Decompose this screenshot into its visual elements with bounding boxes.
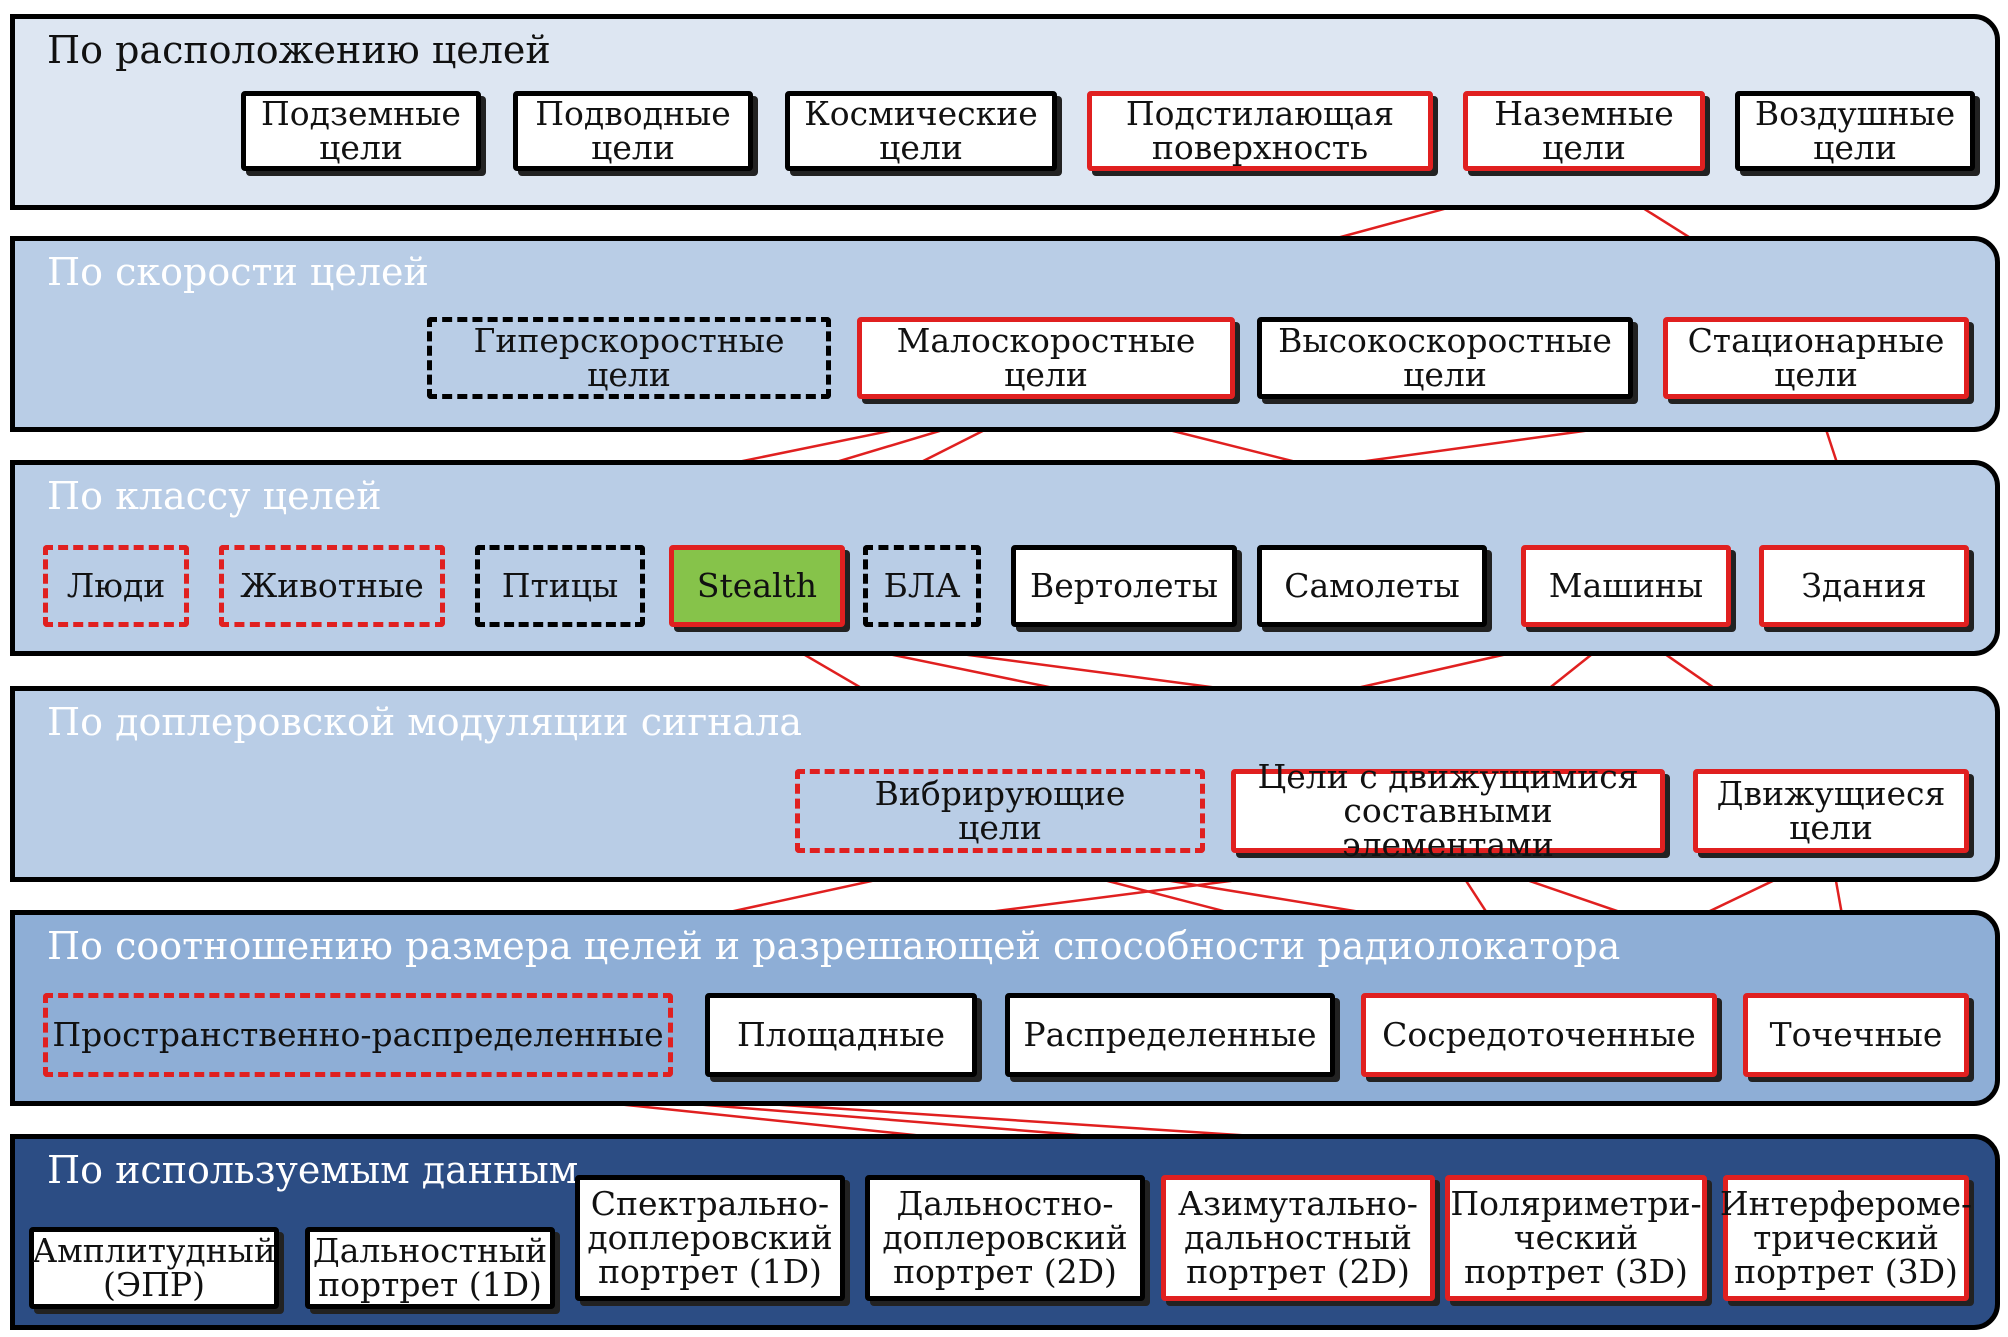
box-range-doppler-2d: Дальностно- доплеровский портрет (2D) [865, 1175, 1145, 1301]
row-title-speed: По скорости целей [47, 250, 429, 294]
box-stealth: Stealth [669, 545, 845, 627]
box-ground-targets: Наземные цели [1463, 91, 1705, 171]
box-vibrating-targets: Вибрирующие цели [795, 769, 1205, 853]
row-location: По расположению целей Подземные цели Под… [10, 14, 2000, 210]
box-helicopters: Вертолеты [1011, 545, 1237, 627]
box-amplitude-rcs: Амплитудный (ЭПР) [29, 1227, 279, 1309]
box-spatially-distributed: Пространственно-распределенные [43, 993, 673, 1077]
box-spectral-doppler-1d: Спектрально- доплеровский портрет (1D) [575, 1175, 845, 1301]
box-space-targets: Космические цели [785, 91, 1057, 171]
box-low-speed-targets: Малоскоростные цели [857, 317, 1235, 399]
row-title-location: По расположению целей [47, 28, 551, 72]
box-stationary-targets: Стационарные цели [1663, 317, 1969, 399]
box-azimuth-range-2d: Азимутально- дальностный портрет (2D) [1161, 1175, 1435, 1301]
box-area: Площадные [705, 993, 977, 1077]
box-airplanes: Самолеты [1257, 545, 1487, 627]
box-interferometric-3d: Интерфероме- трический портрет (3D) [1720, 1175, 1972, 1301]
row-data: По используемым данным Амплитудный (ЭПР)… [10, 1134, 2000, 1330]
box-animals: Животные [219, 545, 445, 627]
box-polarimetric-3d: Поляриметри- ческий портрет (3D) [1445, 1175, 1707, 1301]
row-class: По классу целей Люди Животные Птицы Stea… [10, 460, 2000, 656]
box-range-profile-1d: Дальностный портрет (1D) [305, 1227, 555, 1309]
box-underwater-targets: Подводные цели [513, 91, 753, 171]
row-size: По соотношению размера целей и разрешающ… [10, 910, 2000, 1106]
box-underlying-surface: Подстилающая поверхность [1087, 91, 1433, 171]
box-vehicles: Машины [1521, 545, 1731, 627]
row-title-class: По классу целей [47, 474, 382, 518]
row-title-data: По используемым данным [47, 1148, 579, 1192]
box-uav: БЛА [863, 545, 981, 627]
box-concentrated: Сосредоточенные [1361, 993, 1717, 1077]
row-title-size: По соотношению размера целей и разрешающ… [47, 924, 1621, 968]
box-hypersonic-targets: Гиперскоростные цели [427, 317, 831, 399]
box-targets-with-moving-parts: Цели с движущимися составными элементами [1231, 760, 1665, 862]
box-distributed: Распределенные [1005, 993, 1335, 1077]
box-buildings: Здания [1759, 545, 1969, 627]
row-title-doppler: По доплеровской модуляции сигнала [47, 700, 803, 744]
box-air-targets: Воздушные цели [1735, 91, 1975, 171]
box-high-speed-targets: Высокоскоростные цели [1257, 317, 1633, 399]
row-doppler: По доплеровской модуляции сигнала Вибрир… [10, 686, 2000, 882]
box-underground-targets: Подземные цели [241, 91, 481, 171]
row-speed: По скорости целей Гиперскоростные цели М… [10, 236, 2000, 432]
box-moving-targets: Движущиеся цели [1693, 769, 1969, 853]
box-point: Точечные [1743, 993, 1969, 1077]
box-people: Люди [43, 545, 189, 627]
box-birds: Птицы [475, 545, 645, 627]
